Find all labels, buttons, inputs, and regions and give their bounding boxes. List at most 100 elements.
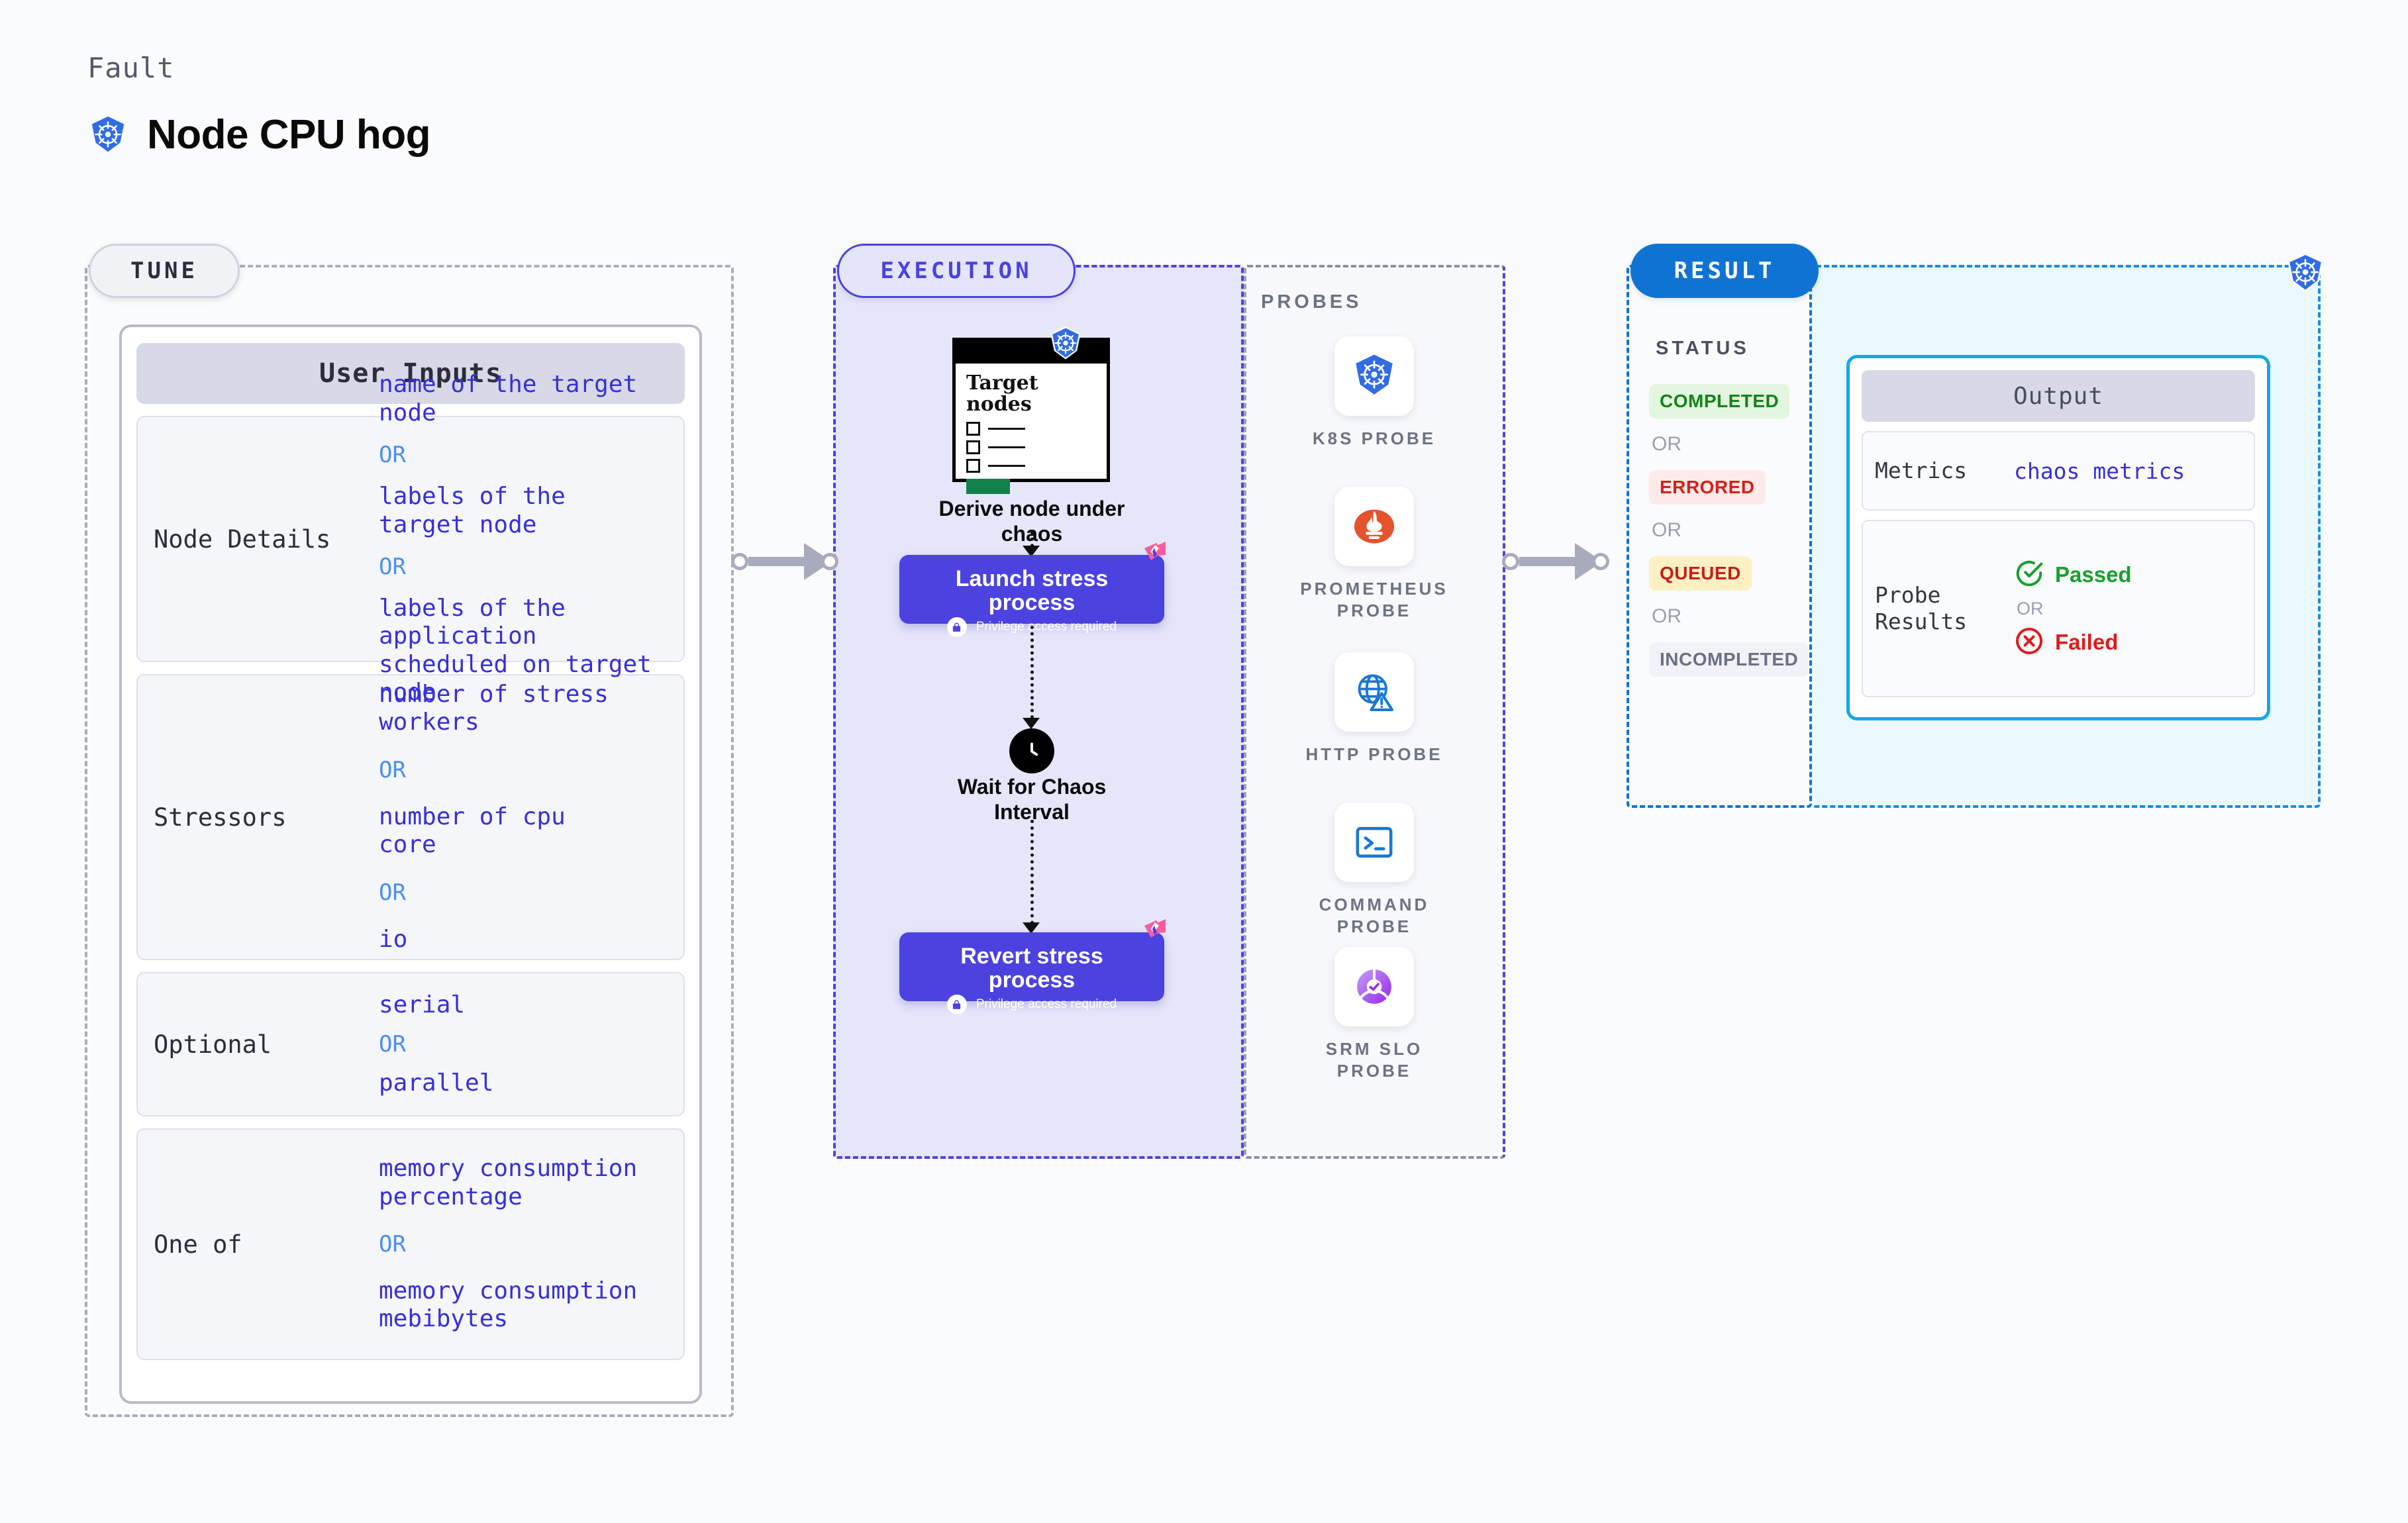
globe-warning-icon [1334, 652, 1414, 732]
list-item [966, 440, 1096, 454]
metrics-label: Metrics [1875, 458, 1968, 484]
target-nodes-card: Target nodes [952, 338, 1110, 494]
list-item [966, 421, 1096, 436]
tune-section-container [85, 265, 734, 1417]
tune-or: OR [379, 1231, 406, 1257]
target-card-titlebar [956, 341, 1107, 364]
execution-section-pill[interactable]: EXECUTION [837, 244, 1076, 298]
placeholder-line [988, 446, 1025, 448]
probe-label: PROMETHEUS PROBE [1300, 579, 1448, 621]
flow-connector [1030, 626, 1034, 725]
checkbox-icon [966, 421, 980, 436]
tune-or: OR [379, 442, 406, 469]
tune-value: memory consumption mebibytes [379, 1277, 638, 1333]
tune-value: serial [379, 991, 466, 1018]
status-badge-incompleted: INCOMPLETED [1649, 642, 1809, 677]
tune-value: labels of the target node [379, 483, 566, 538]
user-inputs-title: User Inputs [136, 343, 685, 404]
step-title: Revert stress process [960, 944, 1103, 993]
status-or: OR [1652, 433, 1681, 455]
probe-k8s[interactable]: K8S PROBE [1291, 336, 1457, 450]
probe-srm-slo[interactable]: SRM SLO PROBE [1291, 947, 1457, 1083]
result-section-container [1627, 265, 1812, 808]
tune-value: number of stress workers [379, 680, 609, 736]
tune-value: io [379, 925, 408, 953]
tune-group-optional: Optional serial OR parallel [136, 972, 685, 1116]
step-title: Launch stress process [955, 566, 1109, 616]
placeholder-line [988, 464, 1025, 467]
tune-group-one-of: One of memory consumption percentage OR … [136, 1128, 685, 1360]
failed-label: Failed [2055, 630, 2119, 654]
user-inputs-card: User Inputs Node Details name of the tar… [119, 324, 702, 1404]
tune-section-pill[interactable]: TUNE [89, 244, 240, 298]
probe-label: K8S PROBE [1312, 428, 1436, 448]
status-list: COMPLETED OR ERRORED OR QUEUED OR INCOMP… [1649, 384, 1809, 677]
tune-value: labels of the application scheduled on t… [379, 595, 652, 707]
connector-bar [748, 557, 805, 566]
probes-heading: PROBES [1261, 291, 1362, 313]
step-launch-stress-process[interactable]: Launch stress process Privilege access r… [899, 542, 1166, 638]
passed-label: Passed [2055, 562, 2132, 587]
kubernetes-icon [1046, 324, 1085, 366]
result-section-pill[interactable]: RESULT [1630, 244, 1819, 298]
tune-value: parallel [379, 1069, 494, 1097]
tune-or: OR [379, 1031, 406, 1057]
terminal-icon [1334, 803, 1414, 882]
status-or: OR [1652, 605, 1681, 627]
step-subtitle: Privilege access required [976, 997, 1117, 1012]
tune-or: OR [379, 554, 406, 580]
probe-command[interactable]: COMMAND PROBE [1291, 803, 1457, 938]
fault-title-row: Node CPU hog [87, 111, 430, 158]
output-card-title: Output [1862, 370, 2255, 422]
tune-value: name of the target node [379, 371, 638, 426]
kubernetes-icon [87, 115, 128, 156]
page-title: Node CPU hog [147, 112, 430, 158]
list-item [966, 458, 1096, 473]
step-subtitle: Privilege access required [976, 620, 1117, 634]
connector-execution-to-result [1502, 542, 1609, 581]
flow-arrowhead [1023, 718, 1040, 729]
fault-kicker: Fault [87, 52, 175, 84]
connector-start-dot [1502, 553, 1519, 570]
flow-connector [1030, 820, 1034, 931]
tune-group-stressors: Stressors number of stress workers OR nu… [136, 674, 685, 960]
srm-slo-icon [1334, 947, 1414, 1026]
probe-prometheus[interactable]: PROMETHEUS PROBE [1291, 487, 1457, 622]
tune-group-label: One of [154, 1230, 242, 1259]
tune-or: OR [379, 756, 406, 783]
flow-arrowhead [1023, 922, 1040, 934]
output-row-metrics: Metrics chaos metrics [1862, 431, 2255, 511]
chaos-corner-icon [1136, 540, 1167, 574]
connector-start-dot [731, 553, 748, 570]
execution-flow: Target nodes [833, 265, 1244, 1159]
checkbox-icon [966, 458, 980, 473]
probe-label: COMMAND PROBE [1319, 895, 1430, 937]
lock-icon [946, 617, 967, 638]
connector-end-dot [821, 553, 838, 570]
prometheus-icon [1334, 487, 1414, 566]
target-nodes-heading: Target nodes [966, 371, 1038, 416]
chaos-corner-icon [1136, 918, 1167, 952]
placeholder-line [988, 427, 1025, 430]
status-badge-errored: ERRORED [1649, 470, 1766, 505]
output-row-probe-results: Probe Results Passed OR [1862, 520, 2255, 697]
step-revert-stress-process[interactable]: Revert stress process Privilege access r… [899, 919, 1166, 1015]
tune-group-label: Optional [154, 1030, 272, 1059]
probe-http[interactable]: HTTP PROBE [1291, 652, 1457, 765]
probe-results-label: Probe Results [1875, 582, 1968, 634]
kubernetes-icon [2283, 252, 2327, 299]
tune-group-label: Node Details [154, 524, 331, 554]
tune-value: memory consumption percentage [379, 1155, 638, 1210]
connector-bar [1519, 557, 1576, 566]
flow-arrowhead [1023, 546, 1040, 557]
clock-icon [1009, 728, 1054, 773]
target-node-list [966, 421, 1096, 473]
green-bar [966, 478, 1010, 494]
lock-icon [946, 995, 967, 1015]
metrics-value: chaos metrics [2014, 458, 2185, 484]
flow-connector [1030, 531, 1034, 554]
tune-group-node-details: Node Details name of the target node OR … [136, 371, 685, 706]
status-or: OR [1652, 519, 1681, 541]
connector-tune-to-execution [731, 542, 838, 581]
output-card: Output Metrics chaos metrics Probe Resul… [1846, 355, 2270, 720]
